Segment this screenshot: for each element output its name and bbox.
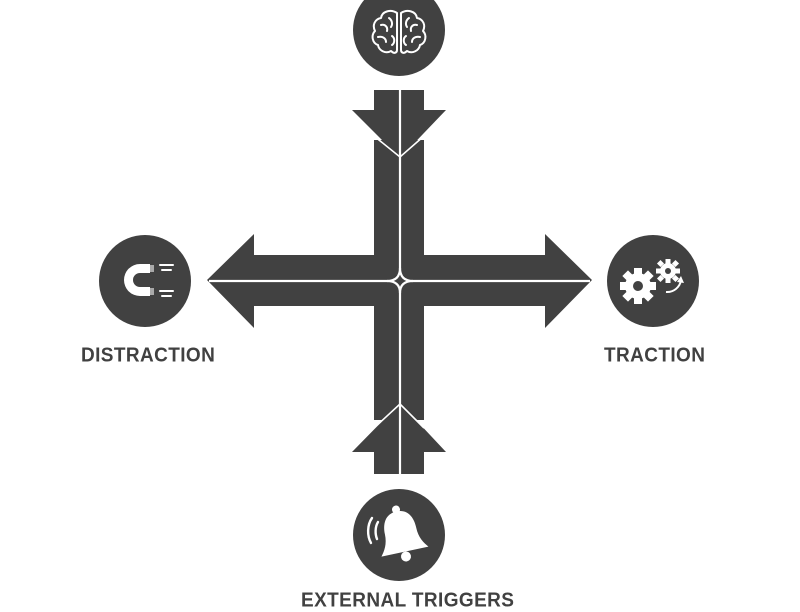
brain-icon (371, 9, 427, 54)
external-triggers-node (353, 489, 445, 581)
gears-icon (620, 259, 684, 304)
traction-circle (607, 235, 699, 327)
divider-curve-bottom-right (398, 279, 414, 294)
distraction-circle (99, 235, 191, 327)
bottom-arrow-left-half (352, 404, 399, 474)
traction-label: TRACTION (604, 344, 706, 367)
crossroads-arrows (207, 90, 592, 474)
internal-trigger-node (353, 0, 445, 76)
bottom-arrow-right-half (401, 404, 446, 474)
center-cross (207, 140, 592, 420)
distraction-node (99, 235, 191, 327)
bottom-arrow-chevron (373, 402, 425, 429)
top-arrow-chevron (373, 135, 425, 159)
traction-node (607, 235, 699, 327)
magnet-icon (124, 264, 174, 297)
distraction-label: DISTRACTION (81, 344, 216, 367)
internal-trigger-circle (353, 0, 445, 76)
external-triggers-label: EXTERNAL TRIGGERS (301, 589, 515, 612)
bell-icon (366, 505, 429, 562)
